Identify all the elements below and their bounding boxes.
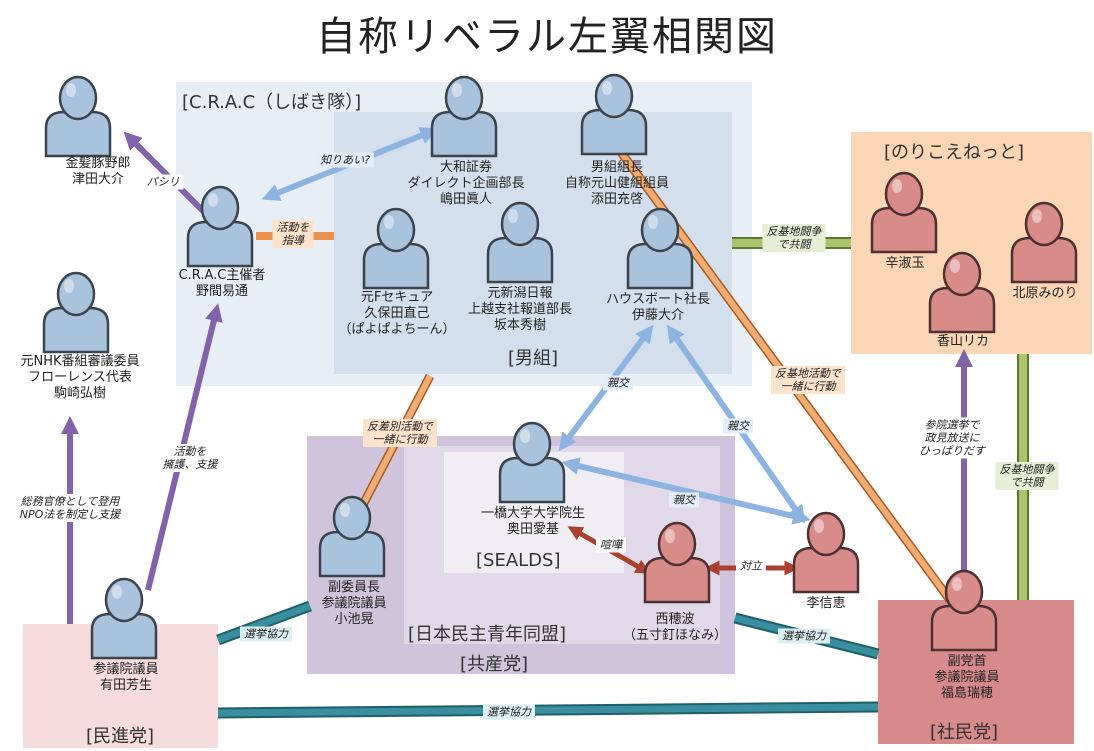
person-icon-lee: [792, 511, 860, 594]
edge-label-tairitsu: 対立: [736, 558, 766, 574]
group-label-kyosanto: [共産党]: [460, 654, 529, 675]
person-kitahara: 北原みのり: [1012, 286, 1078, 301]
person-icon-komazaki: [42, 271, 110, 354]
person-icon-noma: [186, 185, 254, 268]
person-lee: 李信恵: [806, 596, 846, 611]
group-label-otokogumi: [男組]: [508, 348, 559, 369]
person-icon-nishi: [643, 521, 711, 604]
edge-label-hankichi-katsudo: 反基地活動で一緒に行動: [771, 366, 845, 394]
person-icon-shimada: [430, 75, 498, 158]
person-icon-kitahara: [1010, 201, 1078, 284]
person-kayama: 香山リカ: [936, 334, 990, 349]
person-icon-soeda: [580, 73, 648, 156]
edge-label-senkyo1: 選挙協力: [240, 626, 292, 642]
person-tsuda: 金髪豚野郎津田大介: [65, 156, 131, 187]
person-icon-koike: [318, 495, 386, 578]
person-nishi: 西穂波（五寸釘ほなみ）: [622, 612, 728, 643]
edge-label-hankichi2: 反基地闘争で共闘: [995, 462, 1059, 490]
edge-label-shidou: 活動を指導: [272, 220, 314, 248]
person-icon-kubota: [362, 207, 430, 290]
group-label-minshinto: [民進党]: [86, 726, 155, 747]
person-icon-shin: [870, 171, 938, 254]
edge-label-shinko2: 親交: [723, 418, 753, 434]
edge-label-shinko3: 親交: [669, 492, 699, 508]
person-soeda: 男組組長自称元山健組組員添田充啓: [564, 160, 670, 207]
group-label-sealds: [SEALDS]: [476, 550, 561, 571]
edge-label-sanin-senkyo: 参院選挙で政見放送にひっぱりだす: [915, 417, 989, 459]
group-label-crac: [C.R.A.C（しばき隊）]: [182, 92, 362, 113]
person-icon-fukushima: [930, 569, 998, 652]
edge-label-senkyo2: 選挙協力: [778, 628, 830, 644]
diagram-title: 自称リベラル左翼相関図: [316, 14, 778, 60]
person-sakamoto: 元新潟日報上越支社報道部長坂本秀樹: [467, 286, 573, 333]
edge-label-yougo: 活動を擁護、支援: [158, 444, 222, 472]
person-okuda: 一橋大学大学院生奥田愛基: [480, 506, 586, 537]
edge-label-hankichi1: 反基地闘争で共闘: [762, 224, 826, 252]
person-arita: 参議院議員有田芳生: [93, 662, 159, 693]
person-icon-okuda: [498, 421, 566, 504]
person-komazaki: 元NHK番組審議委員フローレンス代表駒崎弘樹: [20, 354, 140, 401]
person-icon-ito: [626, 207, 694, 290]
person-icon-tsuda: [44, 75, 112, 158]
person-fukushima: 副党首参議院議員福島瑞穂: [934, 654, 1000, 701]
edge-label-senkyo3: 選挙協力: [483, 704, 535, 720]
edge-label-hansabetsu: 反差別活動で一緒に行動: [363, 419, 437, 447]
person-icon-sakamoto: [486, 201, 554, 284]
edge-label-pashiri: パシリ: [142, 174, 184, 190]
person-kubota: 元Fセキュア久保田直己（ぱよぱよちーん）: [338, 290, 456, 337]
person-icon-arita: [90, 577, 158, 660]
edge-label-shinko1: 親交: [603, 375, 633, 391]
group-label-norikoe: [のりこえねっと]: [884, 142, 1025, 163]
edge-shinko-okuda-lee: [561, 457, 811, 525]
person-koike: 副委員長参議院議員小池晃: [321, 580, 387, 627]
edge-label-kenka: 喧嘩: [596, 537, 626, 553]
person-noma: C.R.A.C主催者野間易通: [178, 268, 266, 299]
edge-label-shiriai: 知りあい?: [316, 152, 374, 168]
group-label-shaminto: [社民党]: [930, 722, 999, 743]
person-shin: 辛淑玉: [885, 256, 925, 271]
person-icon-kayama: [928, 251, 996, 334]
group-label-minsei: [日本民主青年同盟]: [408, 624, 567, 645]
person-ito: ハウスボート社長伊藤大介: [605, 292, 711, 323]
person-shimada: 大和証券ダイレクト企画部長嶋田眞人: [407, 160, 525, 207]
